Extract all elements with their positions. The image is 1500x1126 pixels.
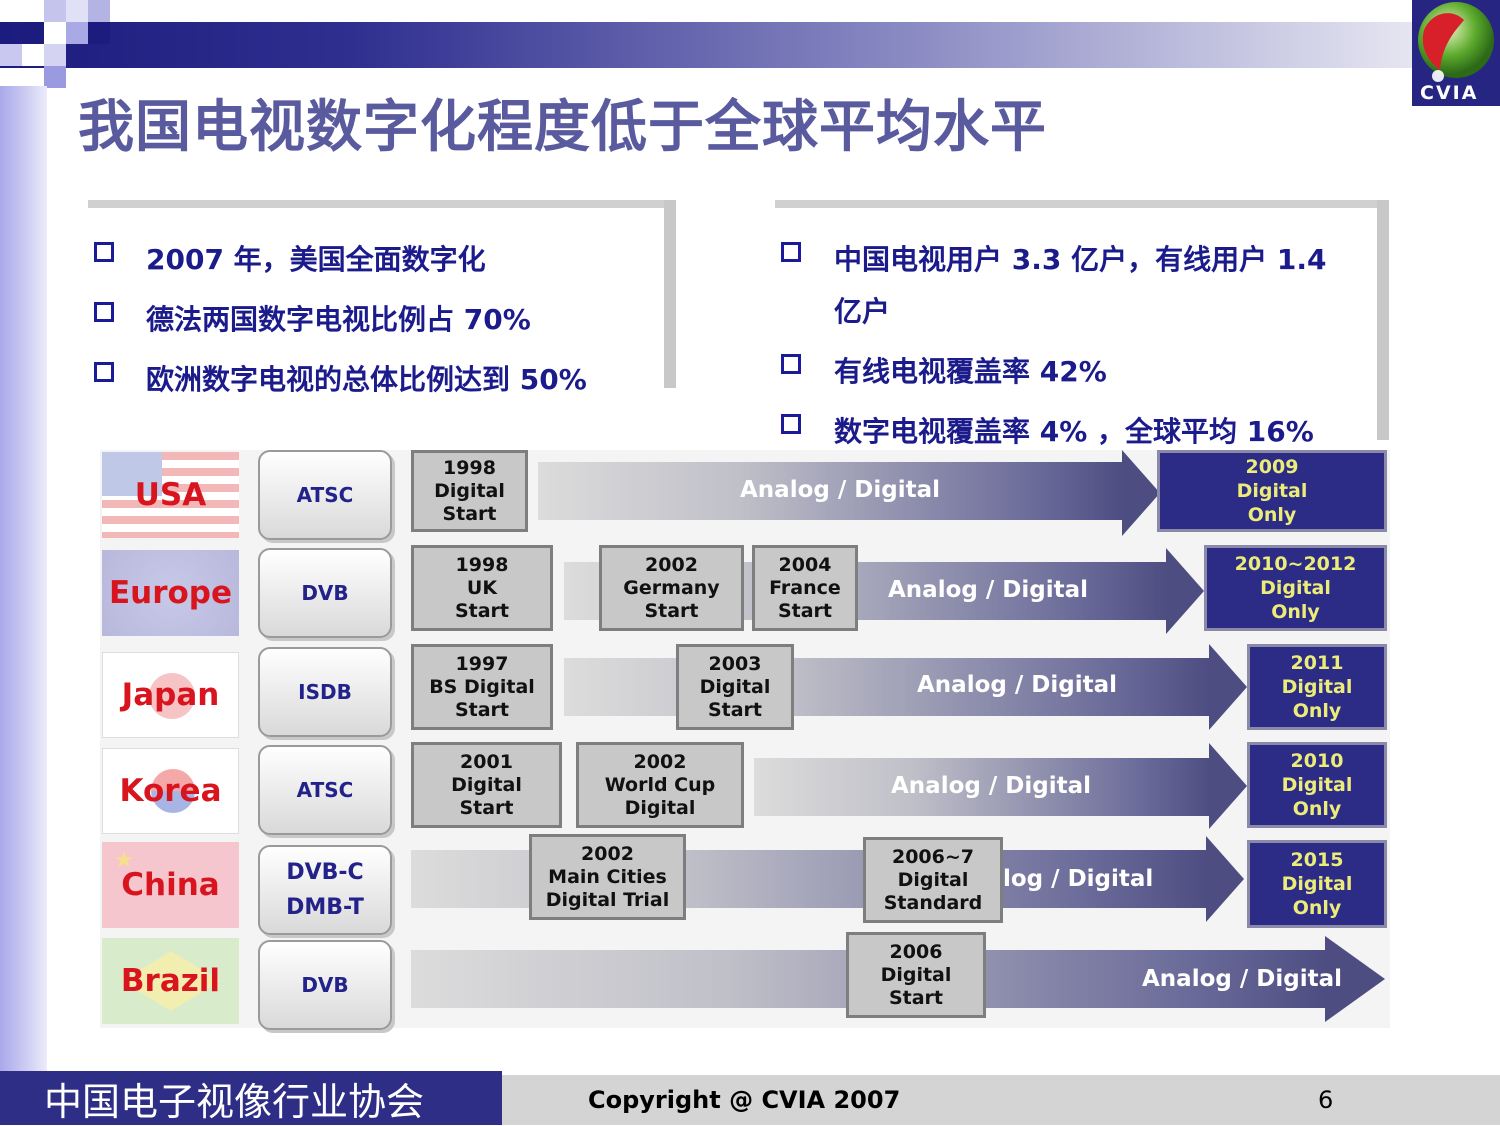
transition-band (564, 658, 1210, 716)
flag-europe: Europe (102, 550, 239, 636)
bullet-square-icon (94, 362, 114, 382)
left-bullet-3: 欧洲数字电视的总体比例达到 50% (146, 363, 587, 396)
flag-brazil: Brazil (102, 938, 239, 1024)
header-gradient-bar (0, 22, 1415, 68)
country-label: USA (134, 477, 207, 513)
band-arrowhead (1166, 548, 1204, 634)
milestone-box: 2006 Digital Start (846, 932, 986, 1018)
decor-square (44, 22, 66, 44)
bullet-square-icon (781, 242, 801, 262)
band-arrowhead (1209, 644, 1247, 730)
right-bullet-2: 有线电视覆盖率 42% (834, 355, 1107, 388)
milestone-box: 2002 Germany Start (599, 545, 744, 631)
band-label: Analog / Digital (1142, 966, 1342, 992)
final-box: 2010 Digital Only (1247, 742, 1387, 828)
decor-square (44, 0, 66, 22)
decor-square (0, 0, 22, 22)
left-bullet-2: 德法两国数字电视比例占 70% (146, 303, 531, 336)
left-bullet-panel (88, 200, 676, 388)
milestone-box: 2006~7 Digital Standard (863, 837, 1003, 923)
country-label: Europe (108, 575, 233, 611)
band-arrowhead (1209, 743, 1247, 829)
milestone-box: 2002 Main Cities Digital Trial (529, 834, 686, 920)
country-label: Japan (121, 677, 220, 713)
final-box: 2011 Digital Only (1247, 644, 1387, 730)
final-box: 2010~2012 Digital Only (1204, 545, 1387, 631)
left-bullet-1: 2007 年，美国全面数字化 (146, 243, 486, 276)
footer-copyright: Copyright @ CVIA 2007 (588, 1086, 901, 1114)
country-label: China (121, 867, 220, 903)
milestone-box: 2004 France Start (752, 545, 858, 631)
band-arrowhead (1206, 836, 1244, 922)
standard-badge: ATSC (258, 745, 392, 835)
bullet-square-icon (781, 354, 801, 374)
standard-badge: ISDB (258, 647, 392, 737)
transition-band (538, 462, 1123, 520)
star-icon: ★ (114, 848, 134, 873)
band-label: Analog / Digital (888, 577, 1088, 603)
transition-band (754, 758, 1210, 816)
decor-square (66, 22, 88, 44)
milestone-box: 2001 Digital Start (411, 742, 562, 828)
bullet-square-icon (781, 414, 801, 434)
flag-china: ★ China (102, 842, 239, 928)
globe-icon (1418, 2, 1494, 82)
standard-label: DMB-T (286, 895, 364, 920)
flag-korea: Korea (102, 748, 239, 834)
right-bullet-1: 中国电视用户 3.3 亿户，有线用户 1.4 (834, 243, 1327, 276)
band-label: Analog / Digital (740, 477, 940, 503)
flag-canton (102, 452, 162, 496)
country-label: Korea (119, 773, 222, 809)
band-label: log / Digital (1003, 866, 1154, 892)
decor-square (22, 44, 44, 66)
footer-bar (502, 1075, 1500, 1125)
final-box: 2015 Digital Only (1247, 840, 1387, 928)
bullet-square-icon (94, 242, 114, 262)
decor-square (22, 22, 44, 44)
left-gradient-strip (0, 86, 47, 1071)
final-box: 2009 Digital Only (1157, 450, 1387, 532)
milestone-box: 1997 BS Digital Start (411, 644, 553, 730)
standard-badge: DVB-C DMB-T (258, 845, 392, 935)
bullet-square-icon (94, 302, 114, 322)
band-arrowhead (1122, 450, 1160, 536)
cvia-logo: CVIA (1412, 0, 1500, 106)
decor-square (44, 44, 66, 66)
milestone-box: 2003 Digital Start (676, 644, 794, 730)
flag-usa: USA (102, 452, 239, 538)
decor-square (88, 0, 110, 22)
decor-square (0, 44, 22, 66)
milestone-box: 1998 Digital Start (411, 450, 528, 532)
flag-taegeuk (151, 769, 195, 813)
flag-japan: Japan (102, 652, 239, 738)
flag-sun (149, 673, 195, 719)
footer-org: 中国电子视像行业协会 (0, 1071, 502, 1125)
standard-badge: DVB (258, 940, 392, 1030)
right-bullet-1-cont: 亿户 (834, 295, 891, 328)
decor-square (88, 22, 110, 44)
standard-label: DVB-C (286, 860, 364, 885)
band-label: Analog / Digital (891, 773, 1091, 799)
decor-square (66, 0, 88, 22)
band-arrowhead (1325, 936, 1385, 1022)
standard-badge: DVB (258, 548, 392, 638)
milestone-box: 2002 World Cup Digital (576, 742, 744, 828)
logo-text: CVIA (1420, 82, 1479, 104)
decor-square (44, 66, 66, 88)
page-number: 6 (1318, 1086, 1334, 1114)
milestone-box: 1998 UK Start (411, 545, 553, 631)
right-bullet-3: 数字电视覆盖率 4% ，全球平均 16% (834, 415, 1314, 448)
standard-badge: ATSC (258, 450, 392, 540)
right-bullet-panel (775, 200, 1389, 440)
country-label: Brazil (120, 963, 221, 999)
band-label: Analog / Digital (917, 672, 1117, 698)
page-title: 我国电视数字化程度低于全球平均水平 (78, 95, 1047, 160)
